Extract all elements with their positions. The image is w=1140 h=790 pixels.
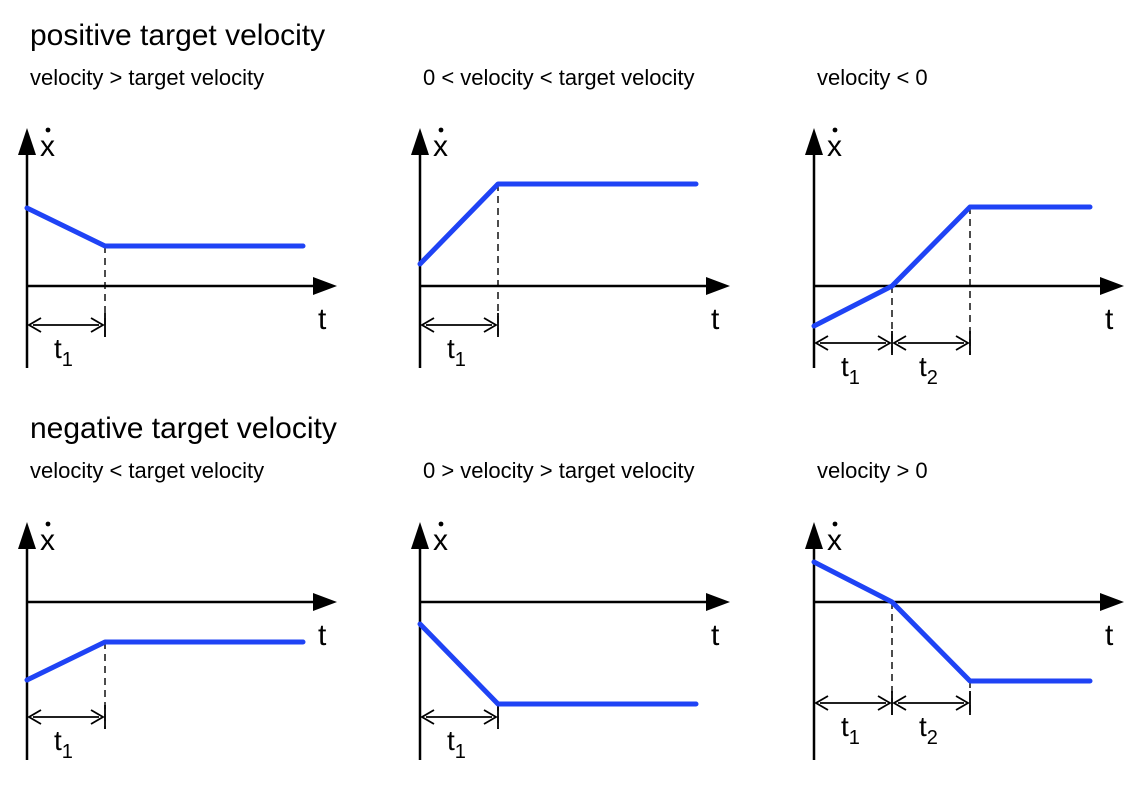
x-axis-label: t — [711, 619, 720, 652]
interval-label-1: t1 — [447, 725, 466, 763]
derivative-dot-icon — [45, 127, 51, 133]
panel-title-1-2: 0 < velocity < target velocity — [423, 65, 694, 90]
interval-arrow-right-1 — [90, 317, 105, 333]
y-axis-label: x — [827, 524, 842, 557]
panel-2-1: x t t1 — [18, 521, 337, 763]
x-axis-arrow — [1100, 593, 1124, 611]
interval-arrow-left-1 — [27, 317, 42, 333]
y-axis-arrow — [805, 522, 823, 549]
panel-title-1-1: velocity > target velocity — [30, 65, 264, 90]
x-axis-arrow — [706, 277, 730, 295]
interval-arrow-left-2 — [892, 695, 907, 711]
interval-arrow-right-1 — [483, 709, 498, 725]
section-title-negative: negative target velocity — [30, 412, 337, 445]
velocity-profile-line — [811, 204, 1093, 329]
interval-arrow-right-2 — [955, 335, 970, 351]
interval-arrow-right-2 — [955, 695, 970, 711]
interval-label-1: t1 — [841, 711, 860, 749]
x-axis-arrow — [313, 277, 337, 295]
panels-root: x t t1 x t t1 x t t1 t2 x t t1 x t t1 x t t1 t2 — [18, 127, 1124, 763]
derivative-dot-icon — [45, 521, 51, 527]
interval-arrow-left-1 — [814, 335, 829, 351]
interval-label-2: t2 — [919, 711, 938, 749]
velocity-profile-line — [24, 639, 306, 683]
interval-label-1: t1 — [54, 725, 73, 763]
y-axis-label: x — [40, 524, 55, 557]
velocity-profile-line — [811, 559, 1093, 684]
velocity-profile-line — [24, 205, 306, 249]
derivative-dot-icon — [438, 127, 444, 133]
interval-arrow-left-1 — [420, 317, 435, 333]
interval-arrow-left-1 — [814, 695, 829, 711]
panel-1-3: x t t1 t2 — [805, 127, 1124, 389]
panel-2-3: x t t1 t2 — [805, 521, 1124, 760]
y-axis-arrow — [18, 128, 36, 155]
x-axis-arrow — [313, 593, 337, 611]
y-axis-arrow — [411, 522, 429, 549]
panel-title-1-3: velocity < 0 — [817, 65, 928, 90]
interval-label-1: t1 — [841, 351, 860, 389]
panel-1-1: x t t1 — [18, 127, 337, 371]
derivative-dot-icon — [438, 521, 444, 527]
velocity-profile-line — [417, 621, 699, 707]
x-axis-arrow — [1100, 277, 1124, 295]
interval-arrow-right-1 — [90, 709, 105, 725]
interval-label-1: t1 — [54, 333, 73, 371]
interval-label-1: t1 — [447, 333, 466, 371]
panel-title-2-3: velocity > 0 — [817, 458, 928, 483]
interval-arrow-left-2 — [892, 335, 907, 351]
derivative-dot-icon — [832, 521, 838, 527]
section-negative-target-velocity: negative target velocity velocity < targ… — [30, 412, 928, 483]
panel-title-2-2: 0 > velocity > target velocity — [423, 458, 694, 483]
x-axis-label: t — [318, 303, 327, 336]
interval-arrow-right-1 — [877, 695, 892, 711]
y-axis-label: x — [827, 130, 842, 163]
y-axis-label: x — [433, 524, 448, 557]
panel-1-2: x t t1 — [411, 127, 730, 371]
panel-title-2-1: velocity < target velocity — [30, 458, 264, 483]
interval-label-2: t2 — [919, 351, 938, 389]
x-axis-label: t — [711, 303, 720, 336]
y-axis-arrow — [411, 128, 429, 155]
section-positive-target-velocity: positive target velocity velocity > targ… — [30, 19, 928, 90]
derivative-dot-icon — [832, 127, 838, 133]
panel-2-2: x t t1 — [411, 521, 730, 763]
interval-arrow-right-1 — [877, 335, 892, 351]
interval-arrow-left-1 — [27, 709, 42, 725]
y-axis-label: x — [40, 130, 55, 163]
y-axis-label: x — [433, 130, 448, 163]
x-axis-label: t — [1105, 619, 1114, 652]
interval-arrow-left-1 — [420, 709, 435, 725]
x-axis-label: t — [318, 619, 327, 652]
x-axis-arrow — [706, 593, 730, 611]
y-axis-arrow — [805, 128, 823, 155]
y-axis-arrow — [18, 522, 36, 549]
x-axis-label: t — [1105, 303, 1114, 336]
velocity-profile-line — [417, 181, 699, 267]
interval-arrow-right-1 — [483, 317, 498, 333]
section-title-positive: positive target velocity — [30, 19, 325, 52]
